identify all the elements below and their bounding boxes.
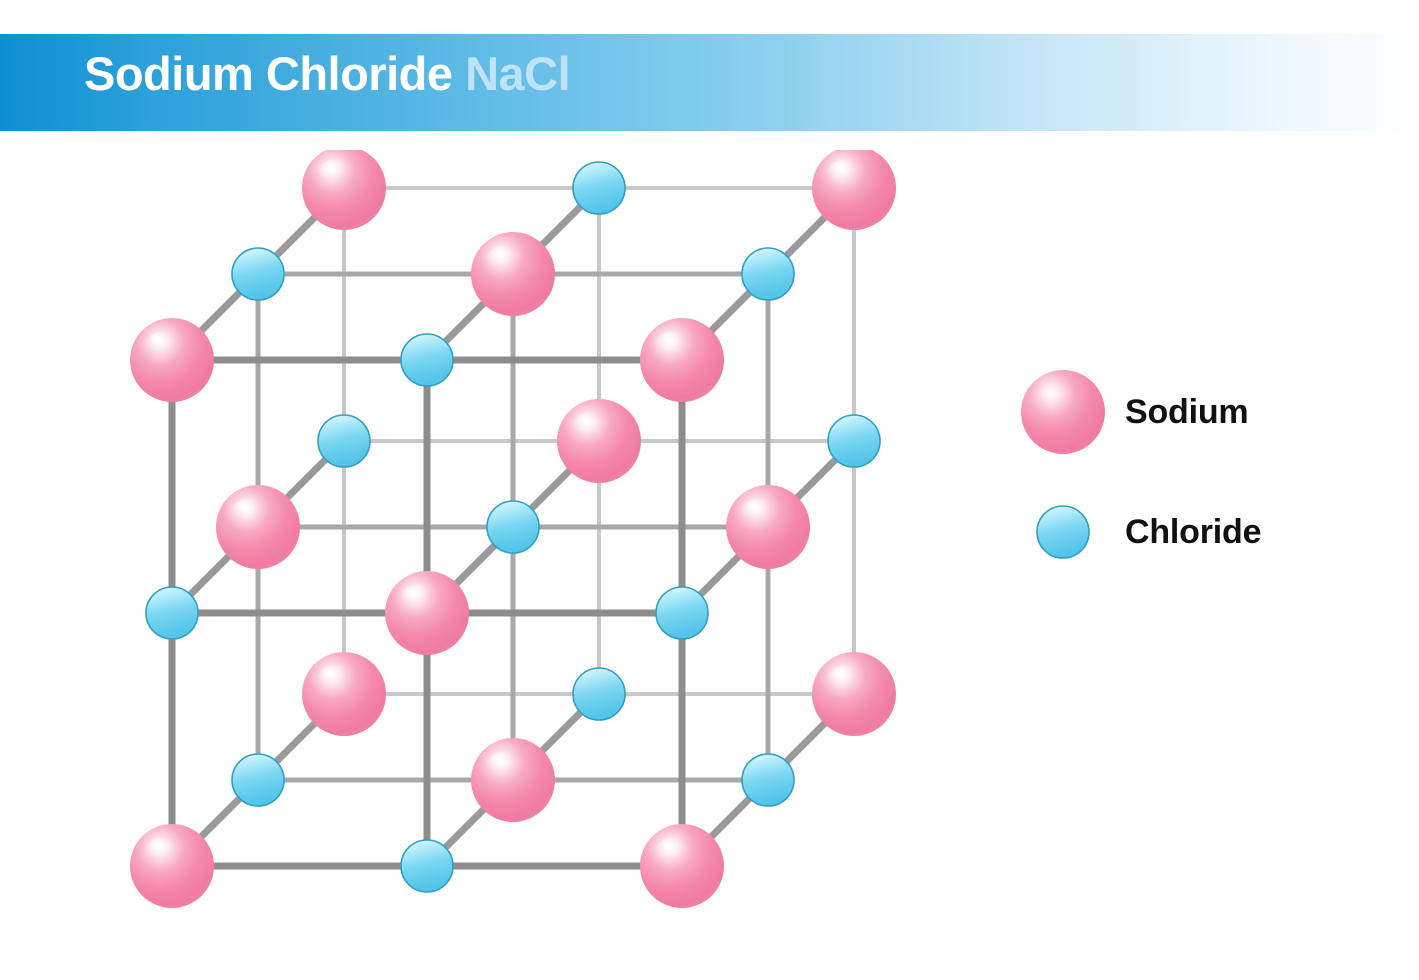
chloride-ion[interactable]: [231, 753, 285, 807]
chloride-ion[interactable]: [827, 414, 881, 468]
chloride-ion[interactable]: [317, 414, 371, 468]
lattice-ion-group: [130, 150, 896, 908]
sodium-ion-highlight: [144, 331, 183, 364]
sodium-ion-highlight: [485, 245, 524, 278]
legend: Sodium Chloride: [1015, 352, 1345, 592]
sodium-ion-highlight: [826, 665, 865, 698]
page-title-formula: NaCl: [465, 47, 571, 100]
chloride-ion[interactable]: [400, 333, 454, 387]
sodium-ion-highlight: [230, 498, 269, 531]
sodium-ion-highlight: [654, 837, 693, 870]
sodium-sphere-icon: [1021, 370, 1105, 454]
chloride-ion[interactable]: [486, 500, 540, 554]
sodium-ion-highlight: [144, 837, 183, 870]
sodium-ion-highlight: [399, 584, 438, 617]
chloride-ion[interactable]: [655, 586, 709, 640]
chloride-ion[interactable]: [741, 247, 795, 301]
page-title-main: Sodium Chloride: [84, 47, 453, 100]
title-banner-gradient: [0, 34, 1419, 131]
sodium-ion-highlight: [485, 751, 524, 784]
legend-swatch-wrap-sodium: [1015, 364, 1125, 460]
chloride-sphere-icon: [1036, 505, 1090, 559]
sodium-ion-highlight: [826, 159, 865, 192]
chloride-ion[interactable]: [400, 839, 454, 893]
sodium-ion-highlight: [571, 412, 610, 445]
chloride-ion[interactable]: [572, 161, 626, 215]
sodium-ion-highlight: [316, 159, 355, 192]
legend-item-chloride[interactable]: Chloride: [1015, 472, 1345, 592]
legend-label-sodium: Sodium: [1125, 392, 1249, 431]
sodium-ion-highlight: [654, 331, 693, 364]
legend-item-sodium[interactable]: Sodium: [1015, 352, 1345, 472]
legend-label-chloride: Chloride: [1125, 512, 1262, 551]
chloride-ion[interactable]: [572, 667, 626, 721]
chloride-ion[interactable]: [231, 247, 285, 301]
nacl-lattice-diagram: [130, 150, 896, 908]
sodium-ion-highlight: [316, 665, 355, 698]
page-title: Sodium Chloride NaCl: [84, 47, 571, 100]
sodium-ion-highlight: [740, 498, 779, 531]
chloride-ion[interactable]: [741, 753, 795, 807]
chloride-ion[interactable]: [145, 586, 199, 640]
title-banner: [0, 34, 1419, 131]
legend-swatch-wrap-chloride: [1015, 484, 1125, 580]
